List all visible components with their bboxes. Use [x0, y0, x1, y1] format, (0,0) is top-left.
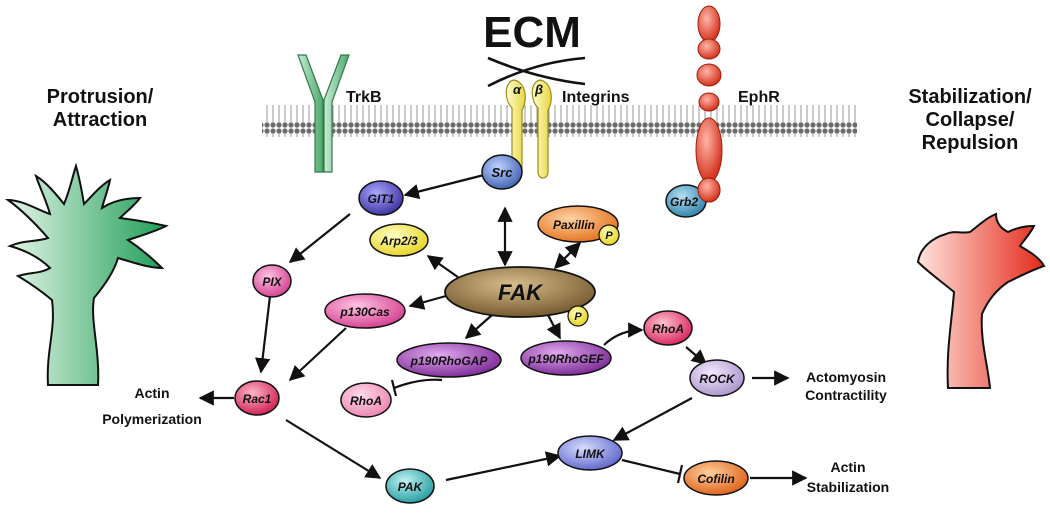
arrow-p130cas-rac1: [288, 327, 347, 382]
arrow-src-git1: [403, 173, 485, 200]
node-rhoa-upper: RhoA: [643, 310, 693, 346]
src-label: Src: [492, 165, 514, 180]
ecm-title: ECM: [483, 8, 581, 57]
grb2-label: Grb2: [670, 195, 698, 209]
node-cofilin: Cofilin: [683, 460, 749, 496]
ephr-cytoplasmic-bead: [697, 177, 721, 203]
arrow-rac1-pak: [285, 419, 382, 479]
arrow-p190rhogef-rhoa: [603, 322, 644, 346]
node-rock: ROCK: [689, 359, 745, 397]
inhibit-limk-cofilin: [621, 458, 681, 476]
beta-label: β: [534, 82, 543, 97]
collapse-growth-cone: [916, 212, 1046, 389]
cell-membrane: [262, 105, 857, 137]
limk-label: LIMK: [575, 447, 606, 461]
actomyosin-line2: Contractility: [805, 387, 887, 403]
cofilin-label: Cofilin: [697, 472, 734, 486]
arrow-rhoa-rock: [685, 346, 708, 365]
inhibit-p190rhogap-rhoa: [393, 378, 443, 390]
ephr-label: EphR: [738, 89, 780, 106]
arrow-fak-paxillin: [553, 241, 582, 270]
arrow-rock-limk: [612, 397, 693, 441]
pak-label: PAK: [398, 480, 424, 494]
right-title-line2: Collapse/: [926, 109, 1015, 131]
right-title-line3: Repulsion: [922, 132, 1019, 154]
left-title-line1: Protrusion/: [47, 86, 154, 108]
node-arp23: Arp2/3: [369, 223, 429, 257]
arrow-fak-arp23: [426, 255, 463, 281]
actin-stabilization-line2: Stabilization: [807, 479, 889, 495]
arrow-fak-p130cas: [408, 294, 447, 310]
trkb-label: TrkB: [346, 89, 382, 106]
node-grb2: Grb2: [665, 184, 707, 218]
alpha-label: α: [513, 82, 522, 97]
trkb-receptor: [297, 54, 350, 173]
fak-label: FAK: [498, 280, 544, 305]
actin-stabilization-line1: Actin: [831, 459, 866, 475]
rock-label: ROCK: [699, 372, 736, 386]
arrow-pix-rac1: [254, 295, 272, 374]
inhibit-bar-cofilin: [676, 464, 684, 484]
actin-polymerization-line2: Polymerization: [102, 411, 202, 427]
ephr-receptor: [695, 5, 723, 203]
arrow-pak-limk: [445, 451, 562, 482]
p130cas-label: p130Cas: [339, 305, 390, 319]
node-p130cas: p130Cas: [324, 293, 406, 329]
node-limk: LIMK: [557, 435, 623, 471]
ecm-block-x-icon: [487, 56, 586, 88]
node-pak: PAK: [385, 468, 435, 504]
inhibit-bar-rhoa: [390, 379, 398, 397]
rac1-label: Rac1: [243, 392, 272, 406]
fak-phospho-label: P: [574, 311, 582, 323]
actomyosin-line1: Actomyosin: [806, 369, 886, 385]
paxillin-phospho-badge: [598, 224, 620, 246]
left-title-line2: Attraction: [53, 109, 147, 131]
node-fak: FAK P: [444, 266, 596, 327]
arp23-label: Arp2/3: [379, 234, 418, 248]
actin-polymerization-line1: Actin: [135, 385, 170, 401]
arrow-fak-p190rhogap: [464, 314, 493, 340]
p190rhogef-label: p190RhoGEF: [527, 352, 604, 366]
node-src: Src: [481, 154, 523, 190]
right-title-line1: Stabilization/: [908, 86, 1032, 108]
node-paxillin: Paxillin P: [537, 205, 620, 246]
fak-phospho-badge: [567, 305, 589, 327]
rhoa-lower-label: RhoA: [350, 394, 382, 408]
pix-label: PIX: [262, 275, 282, 289]
node-git1: GIT1: [358, 180, 404, 216]
node-rhoa-lower: RhoA: [340, 382, 392, 418]
protrusion-growth-cone: [4, 162, 169, 386]
rhoa-upper-label: RhoA: [652, 322, 684, 336]
node-rac1: Rac1: [234, 380, 280, 416]
pathway-arrows: [198, 173, 808, 486]
arrow-fak-p190rhogef: [546, 314, 561, 340]
integrins-label: Integrins: [562, 89, 630, 106]
git1-label: GIT1: [368, 192, 395, 206]
arrow-git1-pix: [288, 213, 351, 263]
node-p190rhogap: p190RhoGAP: [396, 342, 502, 378]
paxillin-phospho-label: P: [605, 230, 613, 242]
paxillin-label: Paxillin: [553, 218, 595, 232]
node-pix: PIX: [252, 264, 292, 298]
node-p190rhogef: p190RhoGEF: [520, 340, 612, 376]
p190rhogap-label: p190RhoGAP: [410, 354, 489, 368]
